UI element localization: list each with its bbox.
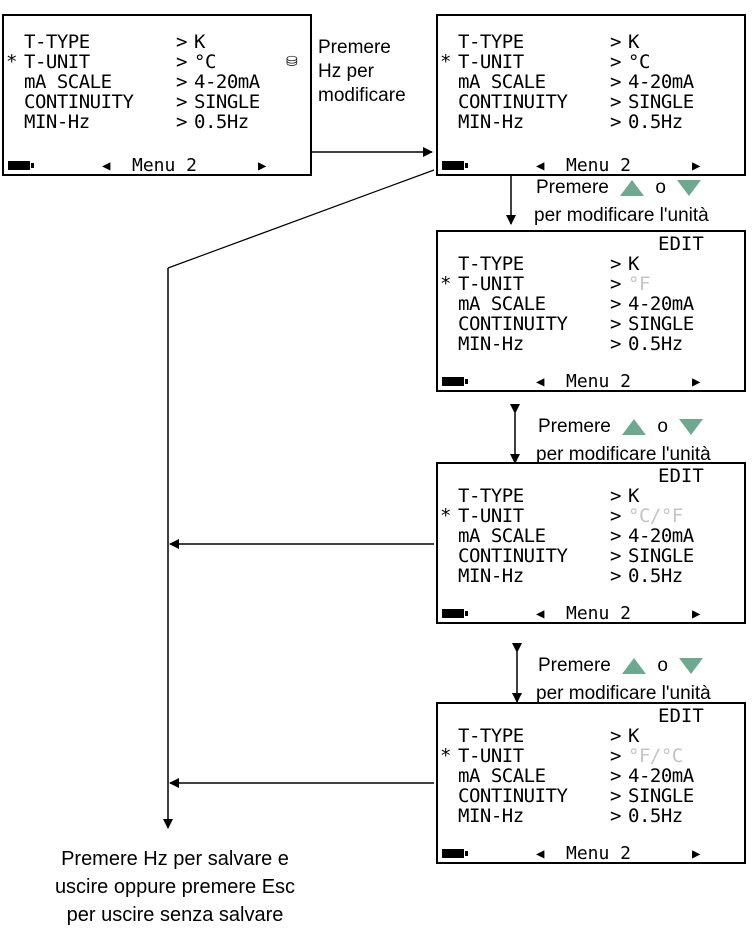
edit-indicator: EDIT — [658, 233, 704, 255]
lcd-screen-2: T-TYPE>K *T-UNIT>°C mA SCALE>4-20mA CONT… — [436, 14, 746, 176]
unit-change-note-1: Premere o — [536, 176, 707, 200]
down-arrow-key-icon — [679, 657, 704, 674]
menu-label: Menu 2 — [566, 155, 632, 176]
right-arrow-icon: ▶ — [258, 158, 267, 174]
lcd-screen-4: EDIT T-TYPE>K *T-UNIT>°C/°F mA SCALE>4-2… — [436, 462, 746, 624]
lcd-footer: ◀ Menu 2 ▶ — [438, 156, 744, 176]
up-arrow-key-icon — [622, 657, 647, 674]
down-arrow-key-icon — [677, 179, 702, 196]
unit-change-note-2b: per modificare l'unità — [536, 444, 711, 465]
lcd-screen-3: EDIT T-TYPE>K *T-UNIT>°F mA SCALE>4-20mA… — [436, 230, 746, 392]
battery-icon — [8, 161, 34, 170]
menu-label: Menu 2 — [566, 371, 632, 392]
save-exit-caption: Premere Hz per salvare e uscire oppure p… — [54, 848, 296, 926]
lcd-screen-5: EDIT T-TYPE>K *T-UNIT>°F/°C mA SCALE>4-2… — [436, 702, 746, 864]
battery-icon — [442, 377, 468, 386]
unit-change-note-1b: per modificare l'unità — [534, 205, 709, 226]
left-arrow-icon: ◀ — [536, 158, 545, 174]
diagonal-connector — [167, 169, 435, 269]
lcd-screen-1: T-TYPE>K *T-UNIT>°C⛁ mA SCALE>4-20mA CON… — [2, 14, 312, 176]
battery-icon — [442, 161, 468, 170]
right-arrow-icon: ▶ — [692, 158, 701, 174]
left-arrow-icon: ◀ — [536, 374, 545, 390]
battery-icon — [442, 849, 468, 858]
left-arrow-icon: ◀ — [102, 158, 111, 174]
unit-change-note-2: Premere o — [538, 415, 709, 439]
lock-icon: ⛁ — [286, 54, 298, 70]
left-arrow-icon: ◀ — [536, 846, 545, 862]
lcd-footer: ◀ Menu 2 ▶ — [438, 604, 744, 624]
right-arrow-icon: ▶ — [692, 374, 701, 390]
right-arrow-icon: ▶ — [692, 846, 701, 862]
menu-label: Menu 2 — [132, 155, 198, 176]
lcd-footer: ◀ Menu 2 ▶ — [438, 844, 744, 864]
lcd-footer: ◀ Menu 2 ▶ — [4, 156, 310, 176]
lcd-footer: ◀ Menu 2 ▶ — [438, 372, 744, 392]
hz-modify-note: Premere Hz per modificare — [318, 37, 406, 106]
unit-change-note-3b: per modificare l'unità — [536, 683, 711, 704]
left-arrow-icon: ◀ — [536, 606, 545, 622]
edit-indicator: EDIT — [658, 465, 704, 487]
edit-indicator: EDIT — [658, 705, 704, 727]
up-arrow-key-icon — [622, 418, 647, 435]
menu-label: Menu 2 — [566, 603, 632, 624]
battery-icon — [442, 609, 468, 618]
right-arrow-icon: ▶ — [692, 606, 701, 622]
menu-label: Menu 2 — [566, 843, 632, 864]
down-arrow-key-icon — [679, 418, 704, 435]
up-arrow-key-icon — [620, 179, 645, 196]
unit-change-note-3: Premere o — [538, 654, 709, 678]
